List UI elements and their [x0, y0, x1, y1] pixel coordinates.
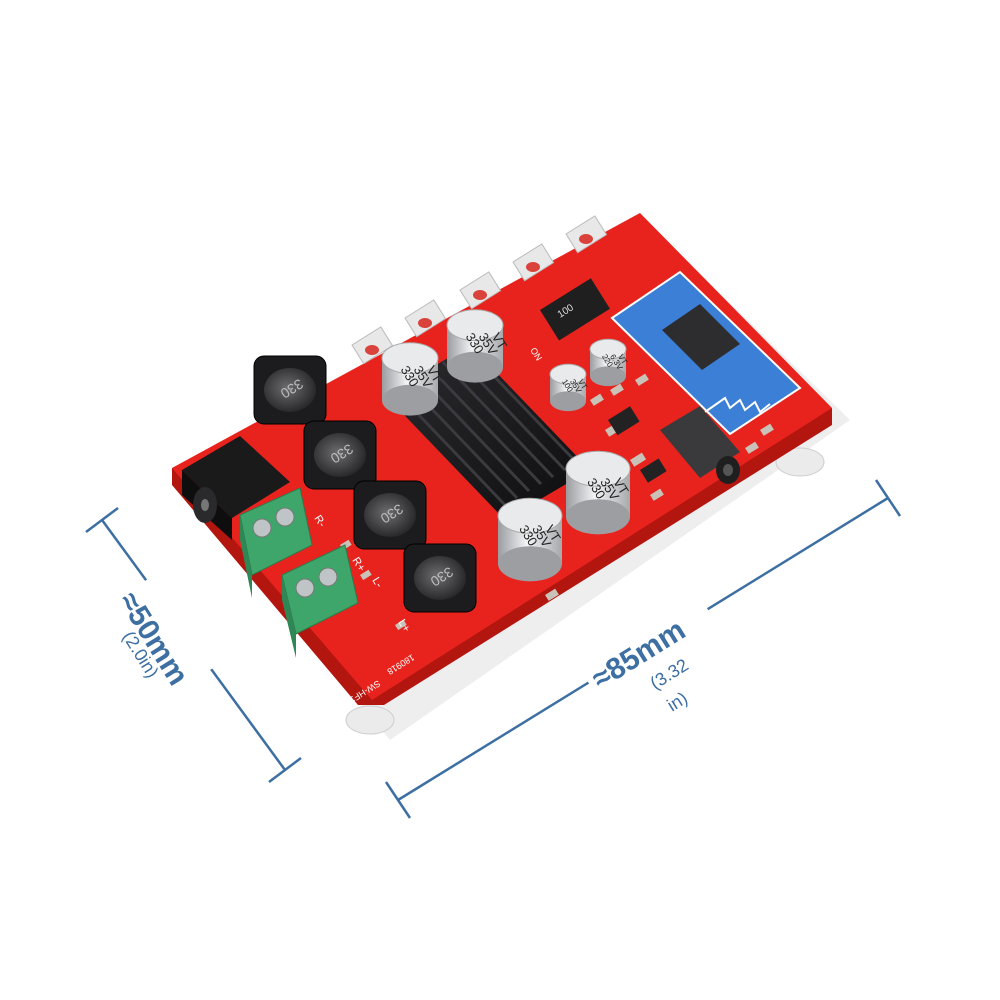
tactile-button[interactable] — [459, 271, 502, 310]
screw-terminal-left[interactable] — [281, 544, 359, 658]
power-inductor: 330 — [303, 420, 377, 490]
tactile-button[interactable] — [565, 215, 608, 254]
width-dimension: ≈85mm (3.32 in) — [384, 479, 902, 819]
voltage-regulator — [539, 278, 610, 341]
capacitor-label: VT — [489, 330, 511, 352]
audio-jack[interactable] — [660, 406, 740, 484]
screw-terminal-right[interactable] — [239, 487, 313, 598]
tactile-button[interactable] — [512, 243, 555, 282]
power-inductor: 330 — [253, 355, 327, 425]
capacitor-label: VT — [542, 522, 564, 544]
silk-l-plus: L+ — [395, 617, 412, 634]
standoff-foot — [775, 447, 825, 477]
tactile-button[interactable] — [404, 299, 447, 338]
standoff-foot — [345, 705, 395, 735]
bluetooth-chip — [662, 304, 740, 370]
bluetooth-module — [610, 270, 802, 436]
capacitor-label: VT — [424, 363, 446, 385]
tactile-button[interactable] — [351, 326, 394, 365]
height-dimension: ≈50mm (2.0in) — [85, 507, 302, 783]
capacitor-label: VT — [610, 475, 632, 497]
power-inductor: 330 — [353, 480, 427, 550]
dc-power-jack[interactable] — [182, 436, 290, 540]
power-inductor: 330 — [403, 543, 477, 613]
ic-chip — [640, 458, 667, 483]
ic-chip — [608, 406, 640, 436]
antenna-trace — [704, 396, 771, 414]
tactile-buttons — [351, 215, 608, 365]
